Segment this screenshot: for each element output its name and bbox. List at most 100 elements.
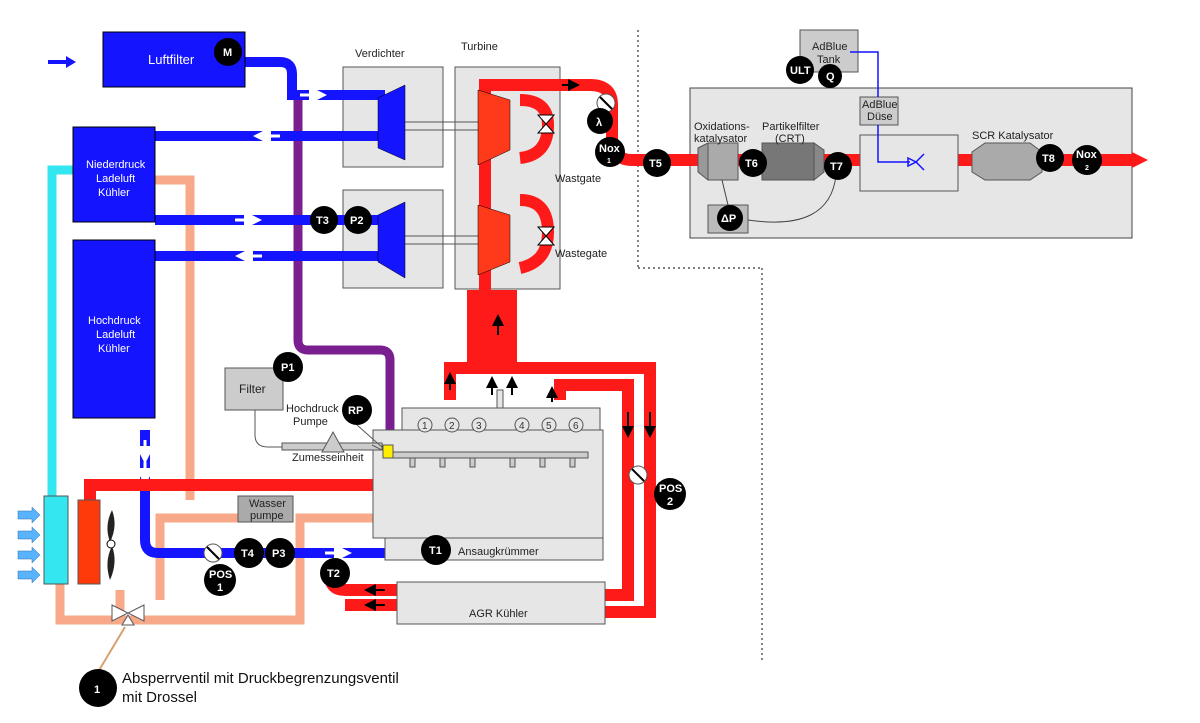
coolant-circuit	[55, 175, 380, 625]
wastgate-label: Wastgate	[555, 173, 601, 185]
svg-text:P1: P1	[281, 362, 294, 374]
sensor-t2: T2	[320, 558, 350, 588]
water-pump-label-1: Wasser	[249, 498, 286, 510]
adblue-line	[850, 51, 910, 163]
oxi-cat-label-2: katalysator	[694, 133, 748, 145]
exhaust-flow-arrows	[364, 79, 656, 611]
sensor-t1: T1	[421, 535, 451, 565]
hp-cooler-label-2: Ladeluft	[96, 329, 135, 341]
compressor-label: Verdichter	[355, 48, 405, 60]
particle-filter	[761, 142, 825, 182]
sensor-t8: T8	[1036, 144, 1064, 172]
svg-text:T3: T3	[316, 215, 329, 227]
adblue-nozzle-label-1: AdBlue	[862, 99, 897, 111]
fuel-filter	[224, 367, 284, 411]
sensor-t3: T3	[310, 206, 338, 234]
svg-text:ΔP: ΔP	[721, 213, 736, 225]
svg-text:POS: POS	[209, 569, 232, 581]
sensor-rp: RP	[342, 395, 372, 425]
metering-unit-icon	[321, 430, 345, 453]
adblue-tank-label-1: AdBlue	[812, 41, 847, 53]
sensor-dp: ΔP	[717, 205, 743, 231]
sensor-pos2: POS 2	[654, 478, 686, 510]
rail-pressure-sensor	[382, 444, 394, 459]
sensor-lambda: λ	[587, 108, 613, 134]
system-divider	[637, 30, 763, 660]
adblue-mixer	[859, 134, 959, 192]
oxi-cat-label-1: Oxidations-	[694, 121, 750, 133]
radiator-high	[77, 499, 101, 585]
cylinder-5: 5	[546, 421, 552, 432]
egr-cooler	[396, 581, 606, 625]
shutoff-valve[interactable]	[111, 604, 145, 626]
sensor-pos1: POS 1	[204, 564, 236, 596]
cylinder-2: 2	[449, 421, 455, 432]
wastegate-valve-2[interactable]	[536, 226, 556, 246]
cylinder-4: 4	[519, 421, 525, 432]
turbine-label: Turbine	[461, 41, 498, 53]
water-pump	[237, 495, 294, 523]
valve-note-2: mit Drossel	[122, 689, 197, 706]
hp-cooler-label-3: Kühler	[98, 343, 130, 355]
svg-text:1: 1	[607, 158, 611, 165]
fuel-rail	[389, 451, 589, 459]
sensor-t6: T6	[739, 149, 767, 177]
svg-text:T6: T6	[745, 158, 758, 170]
egr-valve-pos2[interactable]	[628, 465, 648, 485]
svg-text:RP: RP	[348, 405, 363, 417]
valve-pointer	[97, 626, 126, 673]
sensor-t4: T4	[234, 538, 264, 568]
cylinder-3: 3	[476, 421, 482, 432]
hp-pump-label-1: Hochdruck	[286, 403, 339, 415]
svg-text:T2: T2	[327, 568, 340, 580]
lambda-probe-valve	[596, 93, 616, 113]
throttle-valve-pos1[interactable]	[203, 543, 223, 563]
metering-unit-label: Zumesseinheit	[292, 452, 364, 464]
wastegate-label: Wastegate	[555, 248, 607, 260]
sensor-t5: T5	[643, 149, 671, 177]
fuel-filter-label: Filter	[239, 382, 266, 396]
particle-filter-label-1: Partikelfilter	[762, 121, 820, 133]
cooling-air-arrows	[17, 506, 41, 584]
sensor-t7: T7	[824, 152, 852, 180]
cold-circuit	[47, 165, 80, 500]
svg-text:M: M	[223, 47, 232, 59]
air-flow-arrows	[136, 86, 352, 562]
lp-cooler-label-2: Ladeluft	[96, 173, 135, 185]
scr-catalyst	[971, 142, 1043, 181]
compressor-hp-wheel	[377, 201, 406, 279]
particle-filter-label-2: (CRT)	[775, 133, 805, 145]
compressor-lp-wheel	[377, 84, 406, 161]
lp-cooler-label-3: Kühler	[98, 187, 130, 199]
lp-cooler-label-1: Niederdruck	[86, 159, 146, 171]
svg-text:Nox: Nox	[599, 143, 621, 155]
sensor-m: M	[214, 38, 242, 66]
sensor-p2: P2	[344, 206, 372, 234]
svg-text:POS: POS	[659, 483, 682, 495]
hp-cooler-label-1: Hochdruck	[88, 315, 141, 327]
water-pump-label-2: pumpe	[250, 510, 284, 522]
adblue-spray-icon	[907, 153, 925, 171]
hp-pump-label-2: Pumpe	[293, 416, 328, 428]
svg-text:2: 2	[667, 496, 673, 508]
adblue-nozzle-label-2: Düse	[867, 111, 893, 123]
svg-text:T8: T8	[1042, 153, 1055, 165]
svg-text:ULT: ULT	[790, 65, 811, 77]
hp-intercooler	[72, 239, 156, 419]
sensor-p3: P3	[265, 538, 295, 568]
injectors	[409, 457, 576, 468]
svg-text:2: 2	[1085, 165, 1089, 172]
cylinder-1: 1	[422, 421, 428, 432]
egr-bypass-pipe	[293, 98, 395, 430]
svg-text:T7: T7	[830, 161, 843, 173]
svg-text:T5: T5	[649, 158, 662, 170]
cylinder-6: 6	[573, 421, 579, 432]
air-filter-label: Luftfilter	[148, 52, 195, 67]
sensor-p1: P1	[273, 352, 303, 382]
svg-text:λ: λ	[596, 117, 602, 129]
wastegate-valve-1[interactable]	[536, 114, 556, 134]
adblue-tank-label-2: Tank	[817, 54, 841, 66]
svg-text:P3: P3	[272, 548, 285, 560]
cylinder-markers: 1 2 3 4 5 6	[417, 417, 584, 433]
